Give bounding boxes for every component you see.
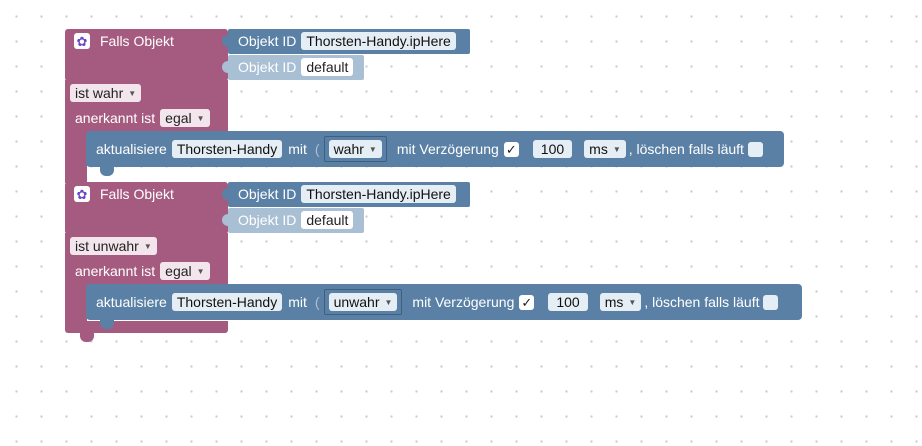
object-id-field[interactable]: Thorsten-Handy.ipHere xyxy=(301,32,456,50)
value-text: unwahr xyxy=(333,294,380,310)
bottom-notch xyxy=(80,332,94,342)
value-dropdown[interactable]: wahr ▼ xyxy=(328,140,382,158)
caret-down-icon: ▼ xyxy=(628,297,637,307)
bottom-notch xyxy=(100,319,114,329)
input-tab xyxy=(222,35,228,47)
ack-row-2: anerkannt ist egal ▼ xyxy=(75,259,210,283)
event-title-row-1: ✿ Falls Objekt xyxy=(74,29,174,53)
clear-checkbox[interactable] xyxy=(747,141,763,157)
object-id-label: Objekt ID xyxy=(238,186,297,202)
condition-dropdown[interactable]: ist wahr ▼ xyxy=(70,84,142,102)
update-label: aktualisiere xyxy=(96,141,167,157)
object-id-row-2: Objekt ID Thorsten-Handy.ipHere xyxy=(238,182,456,206)
caret-down-icon: ▼ xyxy=(143,241,152,251)
object-id-field[interactable]: Thorsten-Handy.ipHere xyxy=(301,185,456,203)
condition-value: ist wahr xyxy=(75,85,124,101)
delay-unit-value: ms xyxy=(604,294,624,310)
ack-label: anerkannt ist xyxy=(75,110,156,126)
with-label: mit xyxy=(288,294,307,310)
update-row-2: aktualisiere Thorsten-Handy mit ( unwahr… xyxy=(96,289,779,315)
event-header-2[interactable] xyxy=(65,182,228,234)
update-label: aktualisiere xyxy=(96,294,167,310)
value-block[interactable]: wahr ▼ xyxy=(323,136,387,162)
checkmark-icon[interactable]: ✓ xyxy=(503,141,519,157)
update-target-field[interactable]: Thorsten-Handy xyxy=(171,140,283,158)
update-row-1: aktualisiere Thorsten-Handy mit ( wahr ▼… xyxy=(96,136,763,162)
checkmark-icon[interactable]: ✓ xyxy=(519,294,535,310)
input-tab xyxy=(222,214,228,226)
event-label: Falls Objekt xyxy=(100,33,174,49)
object-id-label: Objekt ID xyxy=(238,33,297,49)
delay-unit-value: ms xyxy=(589,141,608,157)
event-label: Falls Objekt xyxy=(100,186,174,202)
clear-label: , löschen falls läuft xyxy=(644,294,760,310)
delay-unit-dropdown[interactable]: ms ▼ xyxy=(584,140,626,158)
value-text: wahr xyxy=(333,141,364,157)
condition-value: ist unwahr xyxy=(75,238,139,254)
clear-label: , löschen falls läuft xyxy=(628,141,744,157)
gear-icon[interactable]: ✿ xyxy=(74,186,90,202)
delay-amount-field[interactable]: 100 xyxy=(532,140,573,158)
caret-down-icon: ▼ xyxy=(368,144,377,154)
value-dropdown[interactable]: unwahr ▼ xyxy=(328,293,398,311)
condition-row-2: ist unwahr ▼ xyxy=(70,234,157,258)
caret-down-icon: ▼ xyxy=(612,144,621,154)
input-tab xyxy=(222,188,228,200)
update-target-field[interactable]: Thorsten-Handy xyxy=(171,293,283,311)
ack-dropdown[interactable]: egal ▼ xyxy=(160,109,210,127)
event-stem-2 xyxy=(65,284,87,322)
event-title-row-2: ✿ Falls Objekt xyxy=(74,182,174,206)
object-id-field[interactable]: default xyxy=(301,58,354,76)
input-socket-icon: ( xyxy=(314,294,320,310)
value-block[interactable]: unwahr ▼ xyxy=(323,289,403,315)
ack-label: anerkannt ist xyxy=(75,263,156,279)
caret-down-icon: ▼ xyxy=(196,113,205,123)
bottom-notch xyxy=(100,166,114,176)
input-socket-icon: ( xyxy=(314,141,320,157)
event-header-1[interactable] xyxy=(65,29,228,81)
input-tab xyxy=(222,61,228,73)
ack-value: egal xyxy=(165,110,192,126)
ack-dropdown[interactable]: egal ▼ xyxy=(160,262,210,280)
caret-down-icon: ▼ xyxy=(128,88,137,98)
delay-label: mit Verzögerung xyxy=(396,141,499,157)
condition-dropdown[interactable]: ist unwahr ▼ xyxy=(70,237,157,255)
delay-unit-dropdown[interactable]: ms ▼ xyxy=(599,293,642,311)
clear-checkbox[interactable] xyxy=(763,294,779,310)
object-id2-row-1: Objekt ID default xyxy=(238,55,354,79)
caret-down-icon: ▼ xyxy=(384,297,393,307)
object-id2-row-2: Objekt ID default xyxy=(238,208,354,232)
gear-icon[interactable]: ✿ xyxy=(74,33,90,49)
object-id-label: Objekt ID xyxy=(238,212,297,228)
condition-row-1: ist wahr ▼ xyxy=(70,81,142,105)
ack-value: egal xyxy=(165,263,192,279)
event-stem-1 xyxy=(65,131,87,183)
object-id-row-1: Objekt ID Thorsten-Handy.ipHere xyxy=(238,29,456,53)
with-label: mit xyxy=(288,141,307,157)
delay-label: mit Verzögerung xyxy=(412,294,515,310)
object-id-field[interactable]: default xyxy=(301,211,354,229)
ack-row-1: anerkannt ist egal ▼ xyxy=(75,106,210,130)
caret-down-icon: ▼ xyxy=(196,266,205,276)
delay-amount-field[interactable]: 100 xyxy=(548,293,588,311)
object-id-label: Objekt ID xyxy=(238,59,297,75)
